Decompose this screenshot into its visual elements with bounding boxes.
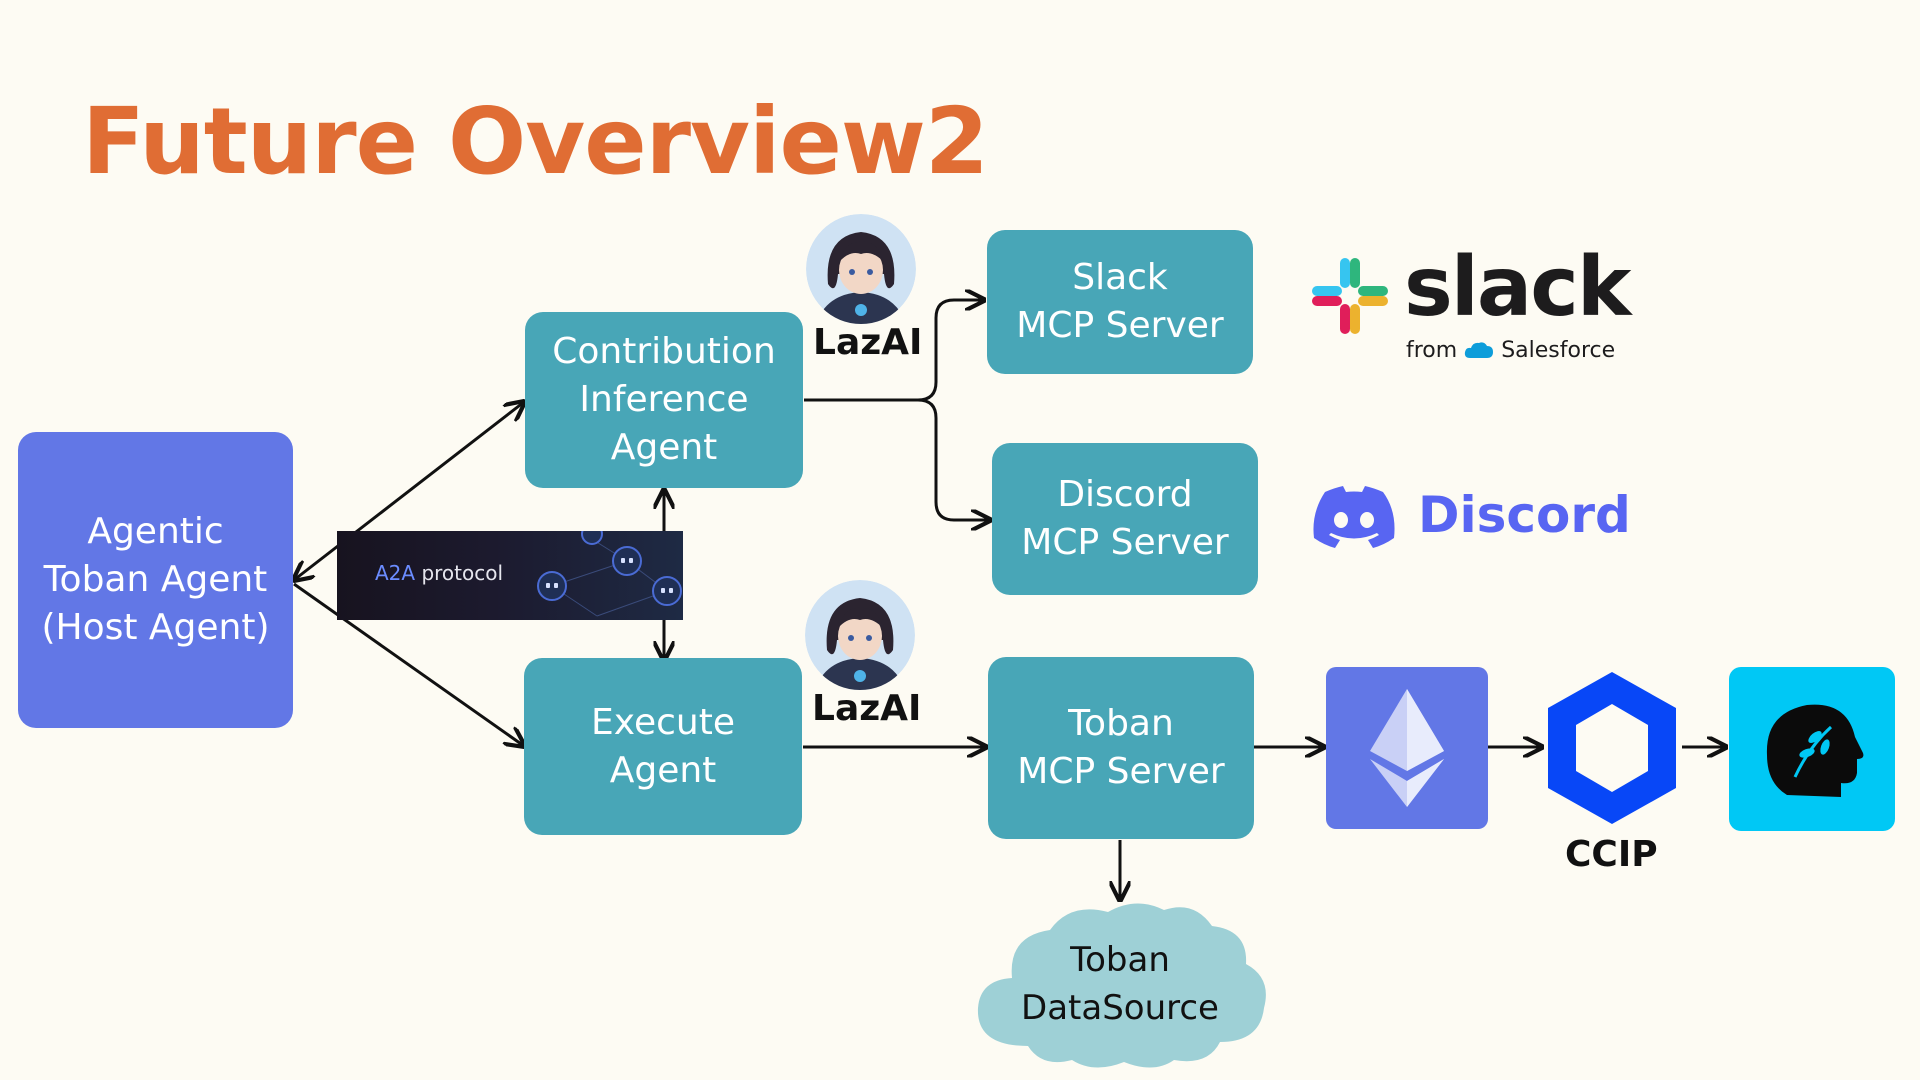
- a2a-protocol-banner: A2A protocol: [337, 531, 683, 620]
- toban-datasource-cloud: [977, 903, 1266, 1068]
- slack-logo-icon: [1312, 258, 1388, 334]
- ethereum-tile: [1326, 667, 1488, 829]
- slack-mcp-box: Slack MCP Server: [987, 230, 1253, 374]
- cyan-brand-tile: [1729, 667, 1895, 831]
- a2a-label: A2A protocol: [375, 561, 504, 585]
- salesforce-cloud-icon: [1465, 342, 1494, 358]
- discord-mcp-box: Discord MCP Server: [992, 443, 1258, 595]
- toban-mcp-box: Toban MCP Server: [988, 657, 1254, 839]
- contribution-agent-box: Contribution Inference Agent: [525, 312, 803, 488]
- arrow-contribution-discord: [917, 398, 990, 520]
- ethereum-icon: [1370, 689, 1444, 807]
- ccip-label: CCIP: [1565, 834, 1658, 875]
- robot-icon: [537, 531, 682, 617]
- head-leaf-icon: [1766, 704, 1864, 797]
- arrow-contribution-slack: [804, 300, 984, 402]
- lazai-label-bottom: LazAI: [812, 688, 922, 729]
- page-title: Future Overview2: [82, 88, 989, 195]
- discord-logo-icon: [1313, 486, 1395, 548]
- discord-wordmark: Discord: [1418, 486, 1631, 544]
- slack-from-line: from Salesforce: [1406, 338, 1616, 363]
- avatar-icon: [805, 580, 915, 690]
- lazai-label-top: LazAI: [813, 322, 923, 363]
- avatar-icon: [806, 214, 916, 324]
- toban-datasource-label: Toban DataSource: [1021, 940, 1219, 1028]
- chainlink-icon: [1548, 672, 1676, 824]
- arrow-host-execute: [293, 582, 524, 746]
- host-agent-box: Agentic Toban Agent (Host Agent): [18, 432, 293, 728]
- execute-agent-box: Execute Agent: [524, 658, 802, 835]
- slack-wordmark: slack: [1404, 240, 1631, 335]
- arrow-host-contribution: [294, 402, 524, 580]
